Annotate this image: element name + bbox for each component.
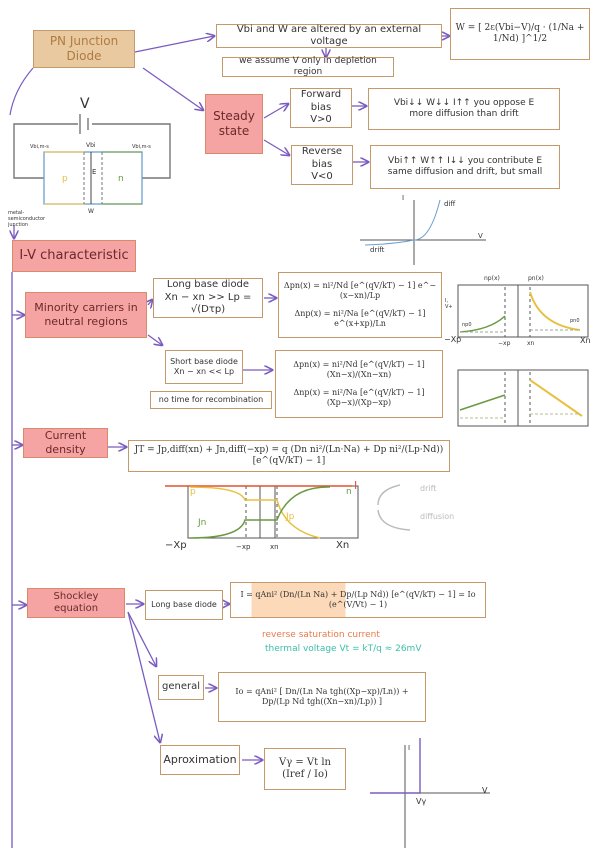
vg-plot-vgamma: Vγ <box>416 797 427 806</box>
plot-xn: xn <box>527 340 535 347</box>
short-base-label: Short base diode <box>170 357 238 366</box>
diode-body <box>43 151 143 205</box>
plot-iv: I, V+ <box>445 298 453 310</box>
cd-xl: −Xp <box>165 540 187 551</box>
current-density-formula: JT = Jp,diff(xn) + Jn,diff(−xp) = q (Dn … <box>128 440 450 472</box>
approximation-formula: Vγ = Vt ln (Iref / Io) <box>264 748 346 790</box>
arrow <box>148 300 152 305</box>
reverse-note: same diffusion and drift, but small <box>387 167 543 177</box>
assume-note: we assume V only in depletion region <box>222 56 394 77</box>
circuit-w: W <box>88 208 94 215</box>
junction-note: metal-semiconductor junction <box>8 210 46 228</box>
plot-xp: −xp <box>498 340 511 347</box>
steady-state-box: Steady state <box>205 94 263 154</box>
forward-note: more diffusion than drift <box>409 109 519 119</box>
reverse-cond: V<0 <box>311 171 333 183</box>
short-base-cond: Xn − xn << Lp <box>173 367 235 376</box>
general-box: general <box>158 675 204 700</box>
general-formula: Io = qAni² [ Dn/(Ln Na tgh((Xp−xp)/Ln)) … <box>218 672 426 722</box>
iv-v: V <box>478 232 483 240</box>
long-base-label: Long base diode <box>166 279 250 291</box>
long-base-cond: Xn − xn >> Lp = √(Dτp) <box>164 291 252 316</box>
cd-xr: Xn <box>336 540 350 551</box>
no-recombination-note: no time for recombination <box>150 391 272 409</box>
plot-xl: −Xp <box>444 335 462 344</box>
arrow <box>127 611 156 666</box>
trunk-top-line <box>9 67 34 116</box>
vg-plot-i: I <box>408 744 411 752</box>
circuit-vbi: Vbi <box>86 142 96 149</box>
iv-diff: diff <box>444 200 456 208</box>
long-eq2: Δnp(x) = ni²/Na [e^(qV/kT) − 1] e^(x+xp)… <box>294 309 426 328</box>
circuit-p: p <box>62 174 68 184</box>
arrow <box>127 611 160 742</box>
arrow <box>142 67 203 110</box>
forward-effects: Vbi↓↓ W↓↓ I↑↑ you oppose E <box>393 97 535 108</box>
forward-label: Forward bias <box>300 89 342 113</box>
short-base-formulas: Δpn(x) = ni²/Nd [e^(qV/kT) − 1] (Xn−x)/(… <box>275 350 443 418</box>
long-base-formulas: Δpn(x) = ni²/Nd [e^(qV/kT) − 1] e^−(x−xn… <box>278 272 442 338</box>
arrow <box>263 104 288 119</box>
iv-plot-top <box>360 199 486 265</box>
rsc-note: reverse saturation current <box>262 630 380 640</box>
short-eq2: Δnp(x) = ni²/Na [e^(qV/kT) − 1] (Xp−x)/(… <box>293 388 425 407</box>
circuit-v: V <box>80 96 90 112</box>
plot-pn: pn(x) <box>528 275 544 282</box>
iv-i: I <box>402 194 405 202</box>
w-formula: W = [ 2ε(Vbi−V)/q · (1/Na + 1/Nd) ]^1/2 <box>450 8 590 60</box>
cd-diffusion: diffusion <box>420 512 455 521</box>
forward-cond: V>0 <box>310 114 332 126</box>
approximation-box: Aproximation <box>160 745 240 775</box>
cd-xp: −xp <box>236 543 251 551</box>
arrow <box>134 36 214 53</box>
current-density-box: Current density <box>23 428 108 458</box>
cd-n: n <box>346 487 352 497</box>
circuit <box>13 114 171 179</box>
short-eq1: Δpn(x) = ni²/Nd [e^(qV/kT) − 1] (Xn−x)/(… <box>293 360 425 379</box>
reverse-effects: Vbi↑↑ W↑↑ I↓↓ you contribute E <box>387 155 543 166</box>
circuit-e: E <box>92 168 97 176</box>
thermal-voltage-note: thermal voltage Vt = kT/q ≈ 26mV <box>265 644 422 654</box>
cd-jn: Jn <box>198 518 207 528</box>
alter-note: Vbi and W are altered by an external vol… <box>216 24 442 48</box>
arrow <box>147 334 162 345</box>
minority-carriers-box: Minority carriers in neutral regions <box>25 292 147 338</box>
plot-xr: Xn <box>580 336 591 345</box>
cd-jp: Jp <box>286 512 295 522</box>
iv-characteristic-box: I-V characteristic <box>12 240 136 272</box>
pn-junction-title: PN Junction Diode <box>33 30 135 68</box>
iv-drift: drift <box>370 246 385 254</box>
plot-np0: np0 <box>462 322 472 328</box>
arrow <box>263 139 289 155</box>
vgamma-plot <box>370 738 490 848</box>
plot-np: np(x) <box>484 275 500 282</box>
shockley-formula: I = qAni² (Dn/(Ln Na) + Dp/(Lp Nd)) [e^(… <box>230 582 486 618</box>
cd-xn: xn <box>270 543 279 551</box>
current-density-plot <box>165 484 411 539</box>
minority-plot-long <box>457 284 589 338</box>
cd-i: I <box>354 479 358 492</box>
vg-plot-v: V <box>482 786 488 795</box>
shockley-box: Shockley equation <box>27 588 125 618</box>
circuit-n: n <box>118 174 124 184</box>
circuit-vright: Vbi,m-s <box>132 144 151 150</box>
long-eq1: Δpn(x) = ni²/Nd [e^(qV/kT) − 1] e^−(x−xn… <box>283 281 437 300</box>
cd-p: p <box>190 487 196 497</box>
minority-plot-short <box>457 369 589 427</box>
reverse-label: Reverse bias <box>301 146 343 170</box>
circuit-vleft: Vbi,m-s <box>30 144 49 150</box>
cd-drift: drift <box>420 484 437 493</box>
plot-pn0: pn0 <box>570 318 580 324</box>
shockley-long-base: Long base diode <box>145 590 223 620</box>
